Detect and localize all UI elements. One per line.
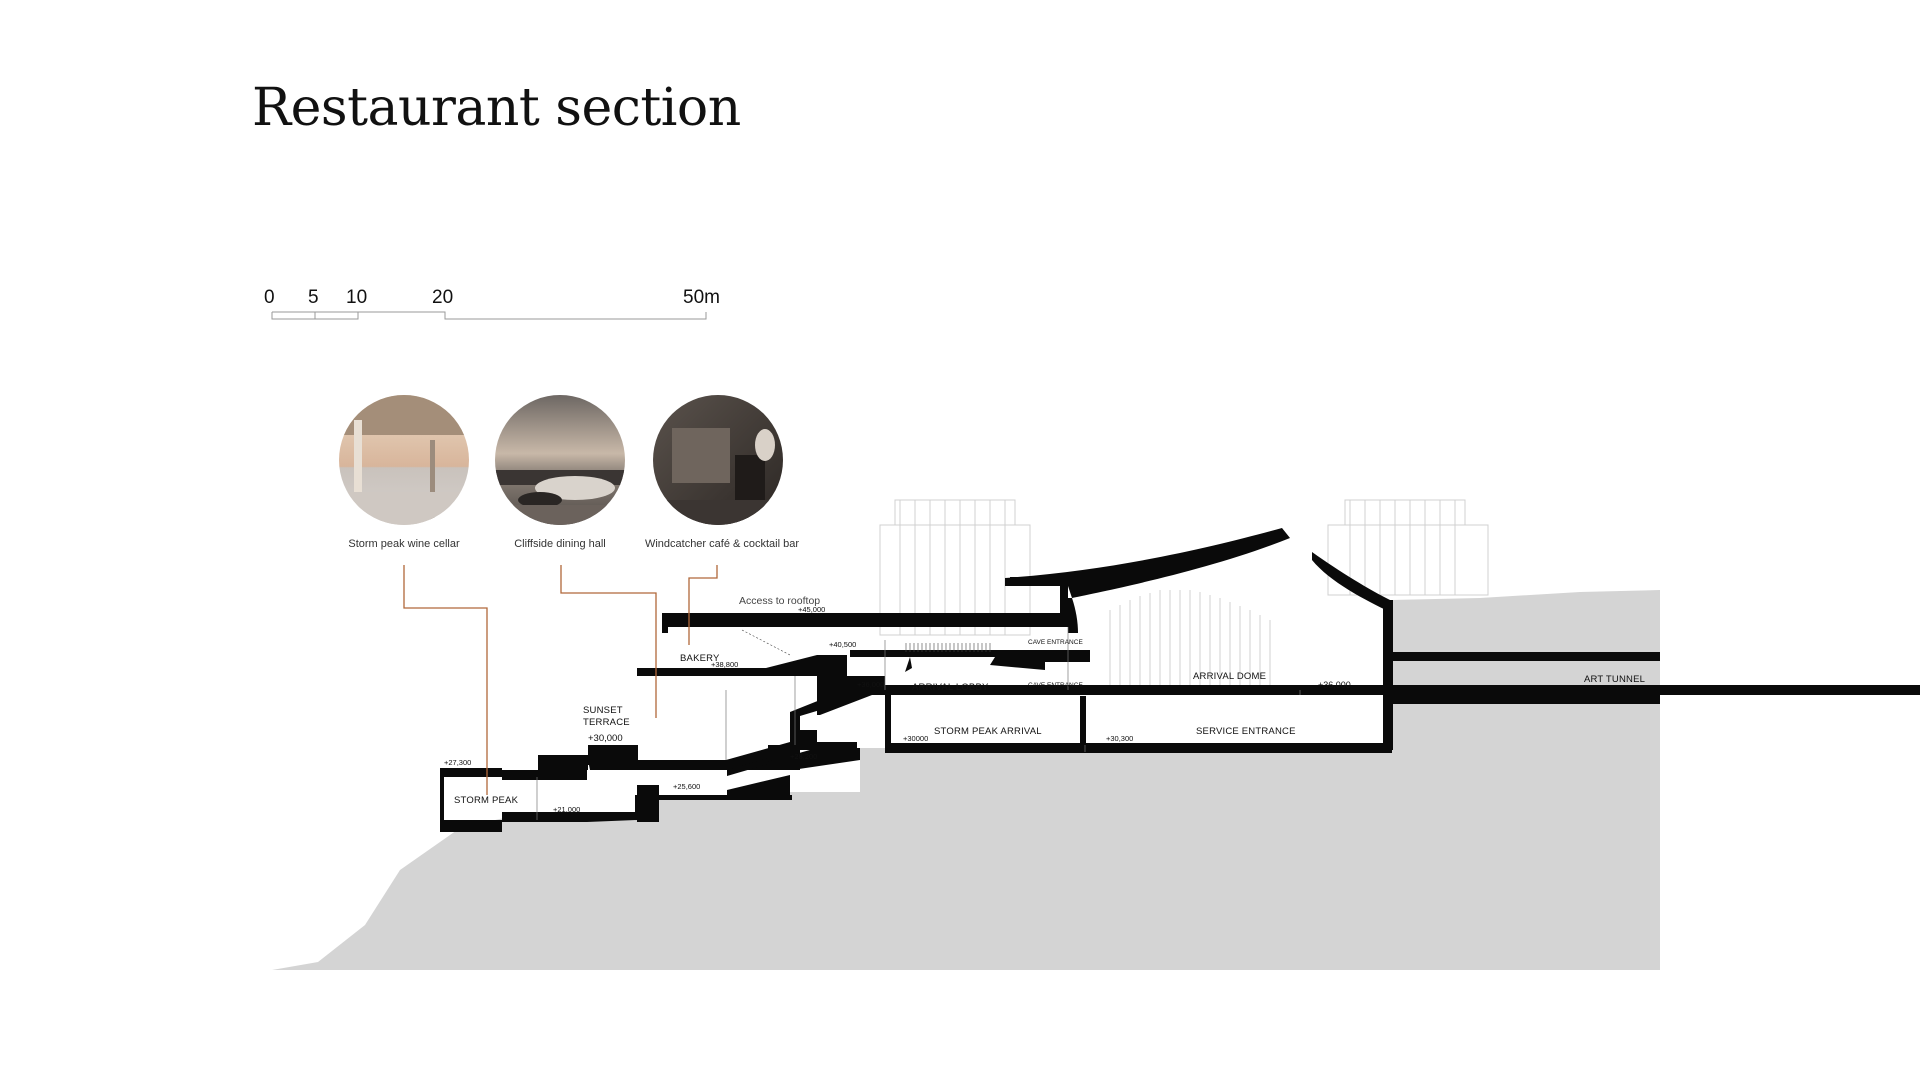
level-27300: +27,300 — [444, 758, 471, 767]
label-art-tunnel: ART TUNNEL — [1584, 674, 1645, 685]
level-40500: +40,500 — [829, 640, 856, 649]
level-21000: +21,000 — [553, 805, 580, 814]
label-arrival-dome: ARRIVAL DOME — [1193, 671, 1266, 682]
level-30000: +30,000 — [588, 733, 623, 744]
background-buildings — [879, 499, 1489, 690]
caption-storm-peak-wine-cellar: Storm peak wine cellar — [348, 538, 460, 550]
label-storm-peak: STORM PEAK — [454, 795, 519, 806]
scale-mark-5: 5 — [308, 287, 319, 308]
photo-windcatcher-cafe — [653, 395, 783, 525]
leader-wine-cellar — [403, 565, 488, 795]
leader-lines — [403, 565, 718, 795]
label-cave-entrance-lower: CAVE ENTRANCE — [1028, 682, 1083, 689]
scale-mark-20: 20 — [432, 287, 453, 308]
label-service-entrance: SERVICE ENTRANCE — [1196, 726, 1296, 737]
caption-cliffside-dining-hall: Cliffside dining hall — [514, 538, 606, 550]
photo-storm-peak-wine-cellar — [339, 395, 469, 525]
level-28200: +28,200 — [790, 752, 817, 761]
label-sunset-terrace-1: SUNSET — [583, 705, 623, 716]
label-arrival-lobby: ARRIVAL LOBBY — [912, 682, 989, 693]
stair-hatching — [741, 629, 991, 656]
level-25600: +25,600 — [673, 782, 700, 791]
page-title: Restaurant section — [252, 78, 741, 138]
scale-bar: 0 5 10 20 50m — [264, 287, 720, 320]
level-45000: +45,000 — [798, 605, 825, 614]
scale-mark-10: 10 — [346, 287, 367, 308]
level-38800: +38,800 — [711, 660, 738, 669]
building-structure — [440, 528, 1920, 832]
level-36000-dome: +36,000 — [1318, 680, 1351, 690]
label-cave-entrance-upper: CAVE ENTRANCE — [1028, 639, 1083, 646]
level-30300: +30,300 — [1106, 734, 1133, 743]
scale-mark-50m: 50m — [683, 287, 720, 308]
scale-bar-line — [271, 311, 707, 320]
label-sunset-terrace-2: TERRACE — [583, 717, 630, 728]
terrain — [272, 590, 1660, 970]
leader-cafe — [688, 565, 718, 645]
label-access-rooftop: Access to rooftop — [739, 595, 820, 607]
leader-dining-hall — [560, 565, 657, 718]
room-outlines — [536, 627, 1301, 820]
level-30000-arrival: +30000 — [903, 734, 928, 743]
level-36000-lobby: +36,000 — [857, 680, 884, 689]
scale-mark-0: 0 — [264, 287, 275, 308]
caption-windcatcher-cafe: Windcatcher café & cocktail bar — [645, 538, 799, 550]
label-storm-peak-arrival: STORM PEAK ARRIVAL — [934, 726, 1042, 737]
label-bakery: BAKERY — [680, 653, 720, 664]
photo-cliffside-dining-hall — [495, 395, 625, 525]
